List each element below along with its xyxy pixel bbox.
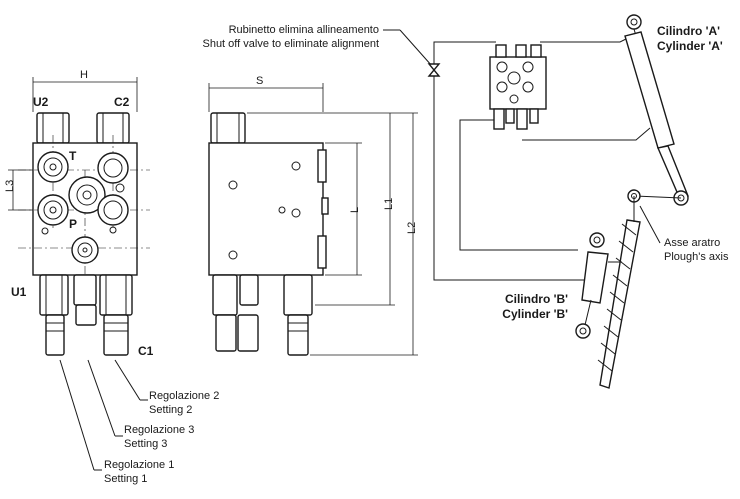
hydraulic-scheme: Rubinetto elimina allineamento Shut off … xyxy=(202,14,729,389)
cylinder-a-label-en: Cylinder 'A' xyxy=(657,39,723,53)
shutoff-label-en: Shut off valve to eliminate alignment xyxy=(202,38,379,50)
setting3-label-en: Setting 3 xyxy=(124,438,167,450)
cylinder-a-label-it: Cilindro 'A' xyxy=(657,24,720,38)
port-u1-label: U1 xyxy=(11,285,27,299)
axis-label-it: Asse aratro xyxy=(664,237,720,249)
port-p-label: P xyxy=(69,217,77,231)
setting-leaders xyxy=(59,359,148,471)
dim-s-label: S xyxy=(256,75,263,87)
port-t-label: T xyxy=(69,149,77,163)
setting2-label-it: Regolazione 2 xyxy=(149,390,219,402)
dim-l-label: L xyxy=(349,207,361,213)
shutoff-valve-symbol xyxy=(427,63,441,77)
dim-l3-label: L3 xyxy=(4,180,16,192)
dim-h-label: H xyxy=(80,69,88,81)
setting1-label-en: Setting 1 xyxy=(104,473,147,485)
setting3-label-it: Regolazione 3 xyxy=(124,424,194,436)
dim-l2-label: L2 xyxy=(406,222,418,234)
dim-l1-label: L1 xyxy=(383,198,395,210)
setting2-label-en: Setting 2 xyxy=(149,404,192,416)
port-c2-label: C2 xyxy=(114,95,130,109)
axis-label-en: Plough's axis xyxy=(664,251,729,263)
cylinder-b-label-it: Cilindro 'B' xyxy=(505,292,568,306)
cylinder-b-label-en: Cylinder 'B' xyxy=(502,307,568,321)
port-c1-label: C1 xyxy=(138,344,154,358)
setting1-label-it: Regolazione 1 xyxy=(104,459,174,471)
side-view: S L L1 xyxy=(208,75,418,356)
front-view: H U2 C2 L3 xyxy=(4,69,154,358)
shutoff-label-it: Rubinetto elimina allineamento xyxy=(229,24,379,36)
plough-teeth xyxy=(597,223,637,372)
port-u2-label: U2 xyxy=(33,95,49,109)
